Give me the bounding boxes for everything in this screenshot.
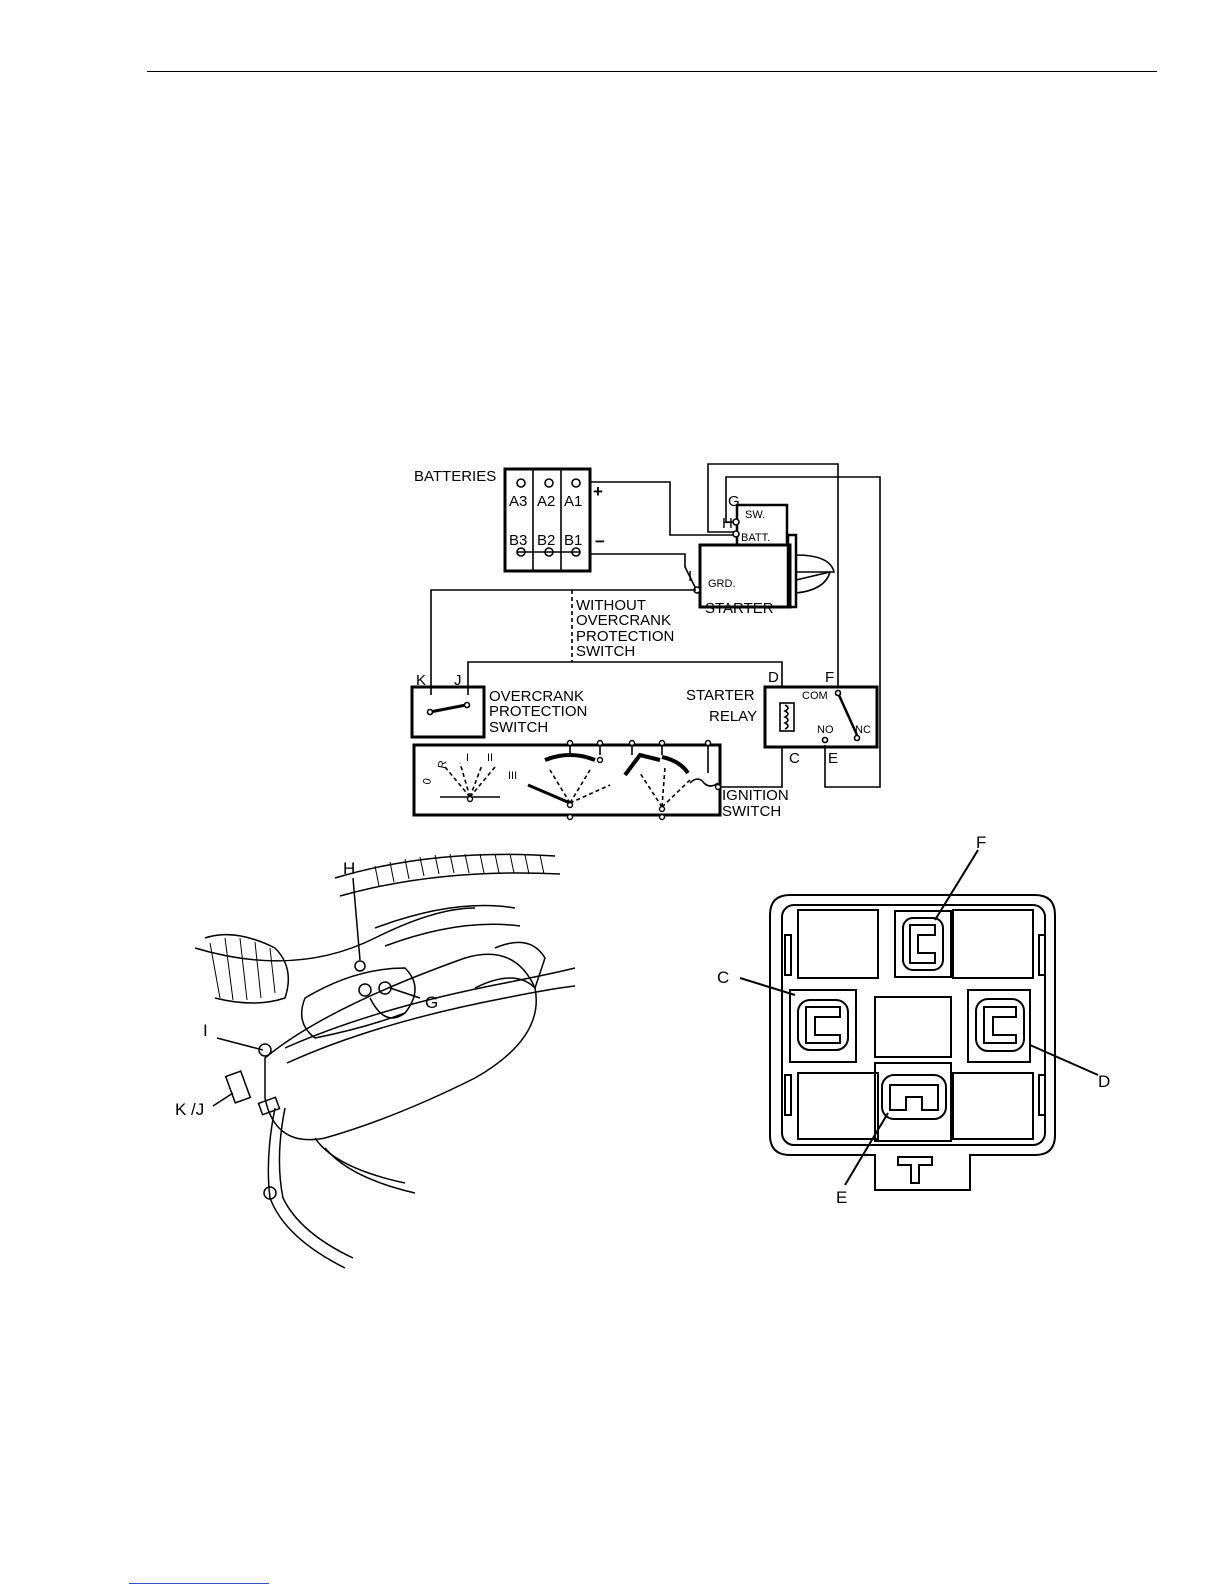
wiring-schematic: BATTERIES A3 A2 A1 B3 B2 B1 + − SW. BATT… <box>400 455 900 830</box>
letter-d: D <box>768 669 779 686</box>
grd-label: GRD. <box>708 578 736 590</box>
starter-label: STARTER <box>705 600 774 617</box>
without-line-4: SWITCH <box>576 643 635 660</box>
ignition-line-2: SWITCH <box>722 803 781 820</box>
terminal-b2: B2 <box>537 532 555 549</box>
engine-label-h: H <box>343 859 355 878</box>
overcrank-switch-box <box>412 687 484 737</box>
letter-c: C <box>789 750 800 767</box>
key-pos-0: 0 <box>421 777 434 785</box>
batt-label: BATT. <box>741 532 770 544</box>
engine-label-g: G <box>425 993 438 1012</box>
letter-j: J <box>454 672 462 689</box>
socket-label-c: C <box>717 968 729 987</box>
header-rule <box>147 71 1157 72</box>
engine-label-i: I <box>203 1021 208 1040</box>
plus-sign: + <box>593 482 603 501</box>
letter-h: H <box>722 515 733 532</box>
com-label: COM <box>802 690 828 702</box>
letter-g: G <box>728 493 740 510</box>
socket-label-e: E <box>836 1188 847 1207</box>
letter-k: K <box>416 672 426 689</box>
nc-label: NC <box>855 724 871 736</box>
terminal-b3: B3 <box>509 532 527 549</box>
letter-f: F <box>825 669 834 686</box>
sw-label: SW. <box>745 509 765 521</box>
terminal-b1: B1 <box>564 532 582 549</box>
starter-relay-line-2: RELAY <box>709 708 757 725</box>
key-pos-2: II <box>487 752 493 764</box>
engine-label-kj: K /J <box>175 1100 204 1119</box>
socket-label-d: D <box>1098 1072 1110 1091</box>
key-pos-1: I <box>466 752 469 764</box>
letter-i: I <box>688 568 692 585</box>
footer-link-underline[interactable] <box>129 1583 269 1584</box>
ignition-line-1: IGNITION <box>722 787 789 804</box>
overcrank-line-2: PROTECTION <box>489 703 587 720</box>
terminal-a3: A3 <box>509 493 527 510</box>
relay-socket-diagram: F C D E <box>710 835 1120 1210</box>
letter-e: E <box>828 750 838 767</box>
terminal-a1: A1 <box>564 493 582 510</box>
overcrank-line-3: SWITCH <box>489 719 548 736</box>
starter-relay-line-1: STARTER <box>686 687 755 704</box>
no-label: NO <box>817 724 834 736</box>
socket-label-f: F <box>976 835 986 852</box>
engine-illustration: H G I K /J <box>175 838 585 1278</box>
key-pos-3: III <box>508 770 517 782</box>
minus-sign: − <box>595 532 605 551</box>
starter-body <box>700 545 790 607</box>
terminal-a2: A2 <box>537 493 555 510</box>
without-line-2: OVERCRANK <box>576 612 671 629</box>
batteries-label: BATTERIES <box>414 468 496 485</box>
key-pos-r: R <box>436 760 449 770</box>
